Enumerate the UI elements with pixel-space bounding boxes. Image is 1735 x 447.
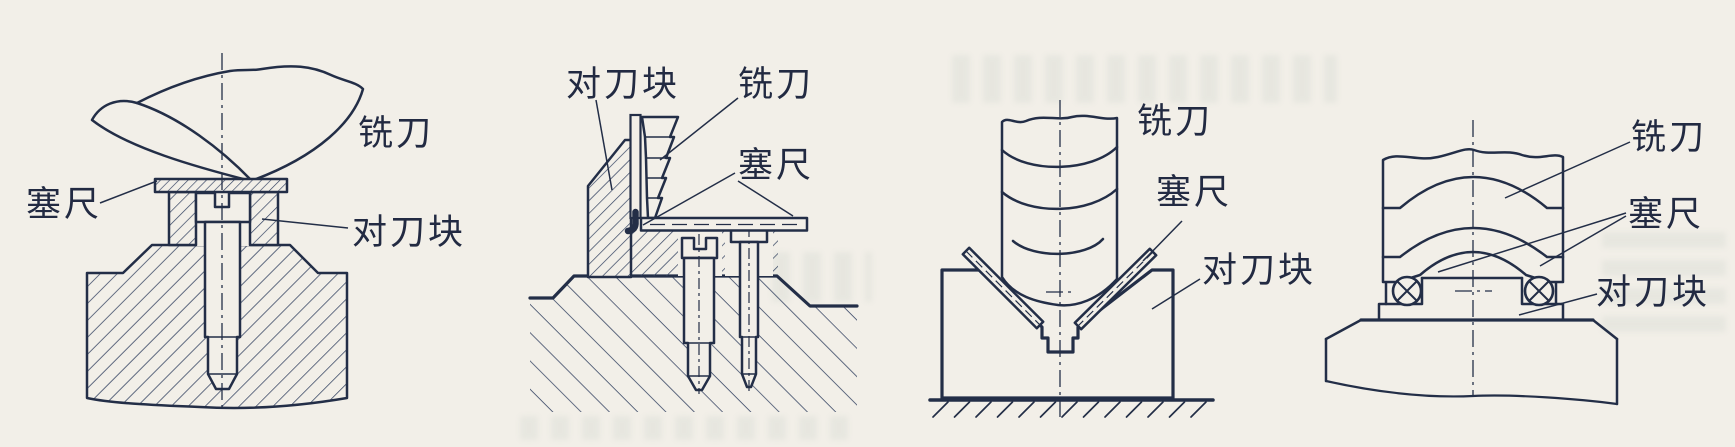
d3-cutter-label: 铣刀 xyxy=(1137,102,1213,141)
diagram-2-side-tool-block: 对刀块 铣刀 塞尺 xyxy=(528,65,859,412)
fixture-body xyxy=(1324,318,1619,406)
fastening-screw xyxy=(729,226,769,392)
d2-feeler-gauge-label: 塞尺 xyxy=(738,146,814,185)
leader-lines xyxy=(99,180,349,229)
diagram-4-form-cutter-block: 铣刀 塞尺 对刀块 xyxy=(1324,118,1710,406)
milling-cutter xyxy=(640,115,680,220)
d2-cutter-label: 铣刀 xyxy=(738,65,814,104)
feeler-gauge-strip xyxy=(153,177,289,194)
diagram-1-screw-tool-block: 铣刀 塞尺 对刀块 xyxy=(26,53,466,413)
leader-lines xyxy=(1142,220,1201,310)
d2-tool-block-label: 对刀块 xyxy=(566,65,680,104)
d4-cutter-label: 铣刀 xyxy=(1631,118,1707,157)
d4-tool-block-label: 对刀块 xyxy=(1596,273,1710,312)
tool-block xyxy=(586,138,633,279)
bleed-through-artifact xyxy=(520,416,860,440)
ground-line xyxy=(928,398,1215,418)
d3-feeler-gauge-label: 塞尺 xyxy=(1156,173,1232,212)
feeler-gauge-plate xyxy=(639,216,809,232)
tool-block xyxy=(167,190,280,247)
feeler-gauge-strip xyxy=(1073,247,1158,331)
bleed-through-artifact xyxy=(1602,228,1726,332)
fastening-screw xyxy=(680,234,719,394)
milling-cutter xyxy=(90,65,365,183)
d4-feeler-gauge-label: 塞尺 xyxy=(1628,195,1704,234)
leader-lines xyxy=(595,97,794,226)
feeler-gauge-roller xyxy=(1391,275,1423,307)
feeler-gauge-strip xyxy=(961,246,1045,330)
diagram-3-v-tool-block: 铣刀 塞尺 对刀块 xyxy=(928,100,1316,420)
bleed-through-artifact xyxy=(952,55,1337,103)
feeler-gauge-strip xyxy=(624,113,642,235)
d1-tool-block-label: 对刀块 xyxy=(352,213,466,252)
feeler-gauge-roller xyxy=(1523,275,1555,307)
milling-cutter xyxy=(1000,114,1119,307)
d1-cutter-label: 铣刀 xyxy=(358,114,434,153)
d3-tool-block-label: 对刀块 xyxy=(1202,251,1316,290)
leader-lines xyxy=(1437,141,1631,316)
d1-feeler-gauge-label: 塞尺 xyxy=(26,185,102,224)
